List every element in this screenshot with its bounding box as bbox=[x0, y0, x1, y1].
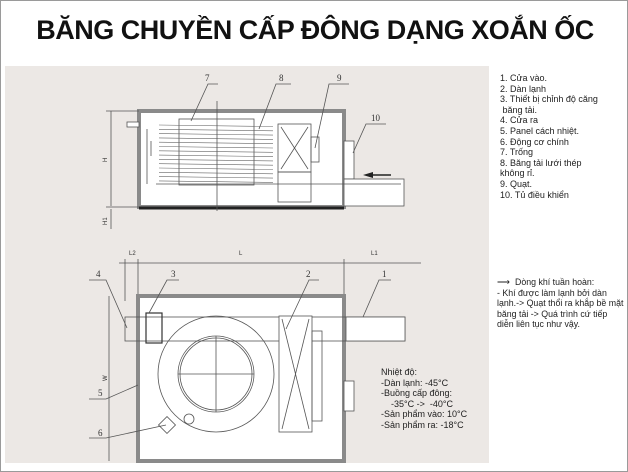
dim-h1: H1 bbox=[103, 217, 109, 225]
label-5: 5 bbox=[98, 388, 103, 398]
belt-tier-line bbox=[158, 124, 274, 127]
label-8: 8 bbox=[279, 73, 284, 83]
label-7: 7 bbox=[205, 73, 210, 83]
dim-l2: L2 bbox=[129, 251, 136, 257]
airflow-note: ⟶ Dòng khí tuần hoàn: - Khí được làm lạnh… bbox=[497, 277, 625, 330]
legend-item: 7. Trống bbox=[500, 147, 534, 158]
legend-item: 1. Cửa vào. bbox=[500, 73, 548, 83]
legend-item: 9. Quạt. bbox=[500, 178, 533, 189]
temperature-heading: Nhiệt độ: bbox=[381, 367, 418, 377]
dim-l: L bbox=[239, 251, 243, 257]
belt-tier-line bbox=[158, 150, 274, 153]
temperature-line: -Sản phẩm ra: -18°C bbox=[381, 419, 464, 430]
belt-tier-line bbox=[158, 172, 274, 175]
belt-tier-line bbox=[158, 180, 274, 183]
legend-item: 10. Tủ điều khiển bbox=[500, 189, 569, 200]
legend-item: 3. Thiết bị chỉnh độ căng bbox=[500, 94, 598, 105]
belt-tier-line bbox=[158, 146, 274, 149]
temperature-line: -Dàn lạnh: -45°C bbox=[381, 377, 449, 388]
label-2: 2 bbox=[306, 269, 311, 279]
fan bbox=[310, 136, 320, 163]
legend-item: 8. Băng tải lưới thép bbox=[500, 157, 582, 168]
temperature-line: -Sản phẩm vào: 10°C bbox=[381, 409, 468, 420]
page-title: BĂNG CHUYỀN CẤP ĐÔNG DẠNG XOẮN ỐC bbox=[36, 15, 594, 45]
belt-tier-line bbox=[158, 133, 274, 136]
belt-tier-line bbox=[158, 137, 274, 140]
label-3: 3 bbox=[171, 269, 176, 279]
belt-tier-line bbox=[158, 129, 274, 132]
arrow-right-icon: ⟶ bbox=[497, 277, 510, 287]
belt-tier-line bbox=[158, 141, 274, 144]
legend-item: 5. Panel cách nhiệt. bbox=[500, 125, 580, 136]
dim-w: W bbox=[103, 375, 109, 381]
label-6: 6 bbox=[98, 428, 103, 438]
control-cabinet bbox=[343, 140, 355, 180]
belt-tier-line bbox=[158, 167, 274, 170]
belt-tier-line bbox=[158, 163, 274, 166]
dim-l1: L1 bbox=[371, 251, 378, 257]
temperature-line: -35°C -> -40°C bbox=[381, 398, 453, 409]
parts-legend: 1. Cửa vào. 2. Dàn lạnh 3. Thiết bị chỉn… bbox=[500, 73, 598, 200]
legend-item: băng tải. bbox=[500, 104, 538, 115]
belt-tier-line bbox=[158, 159, 274, 162]
label-1: 1 bbox=[382, 269, 387, 279]
label-10: 10 bbox=[371, 113, 381, 123]
legend-item: không rỉ. bbox=[500, 168, 535, 179]
temperature-note: Nhiệt độ: -Dàn lạnh: -45°C -Buồng cấp đô… bbox=[381, 367, 467, 431]
arrow-icon bbox=[363, 172, 373, 178]
label-9: 9 bbox=[337, 73, 342, 83]
belt-coil bbox=[158, 124, 274, 183]
temperature-line: -Buồng cấp đông: bbox=[381, 388, 453, 399]
top-view: L2 L L1 W 4 3 2 bbox=[89, 251, 421, 463]
airflow-text: - Khí được làm lạnh bởi dàn lạnh.-> Quạt… bbox=[497, 287, 624, 330]
side-view: 7 8 9 10 H H1 bbox=[103, 73, 405, 229]
belt-tier-line bbox=[158, 176, 274, 179]
airflow-heading: Dòng khí tuần hoàn: bbox=[515, 277, 595, 287]
belt-tier-line bbox=[158, 154, 274, 157]
legend-item: 4. Cửa ra bbox=[500, 115, 539, 126]
legend-item: 2. Dàn lạnh bbox=[500, 83, 547, 94]
dim-h: H bbox=[103, 158, 109, 162]
legend-item: 6. Động cơ chính bbox=[500, 136, 569, 147]
label-4: 4 bbox=[96, 269, 101, 279]
